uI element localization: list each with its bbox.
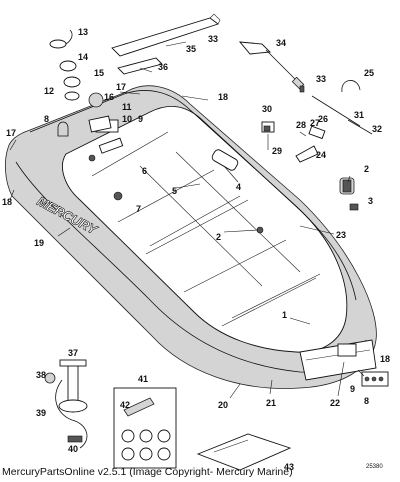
callout-38: 38 [36, 370, 46, 380]
callout-34: 34 [276, 38, 286, 48]
callout-18: 18 [218, 92, 228, 102]
callout-11: 11 [122, 102, 132, 112]
repair-kit-part [113, 387, 177, 469]
callout-labels: 13 14 15 12 16 35 33 36 17 18 11 10 9 8 … [2, 27, 390, 472]
valve-part [339, 177, 359, 211]
callout-6: 6 [142, 166, 147, 176]
callout-18b: 18 [2, 197, 12, 207]
owners-manual-part [196, 433, 292, 471]
callout-12: 12 [44, 86, 54, 96]
callout-42: 42 [120, 400, 130, 410]
callout-8: 8 [44, 114, 49, 124]
callout-3: 3 [368, 196, 373, 206]
callout-26: 26 [318, 114, 328, 124]
callout-41: 41 [138, 374, 148, 384]
callout-25: 25 [364, 68, 374, 78]
callout-32: 32 [372, 124, 382, 134]
callout-20: 20 [218, 400, 228, 410]
callout-43: 43 [284, 462, 294, 472]
callout-33b: 33 [316, 74, 326, 84]
valve-cap-assembly [49, 29, 104, 108]
callout-39: 39 [36, 408, 46, 418]
callout-4: 4 [236, 182, 241, 192]
callout-35: 35 [186, 44, 196, 54]
tether-part [57, 121, 69, 137]
callout-2: 2 [364, 164, 369, 174]
callout-18c: 18 [380, 354, 390, 364]
leader-lines [9, 41, 365, 399]
callout-1: 1 [282, 310, 287, 320]
callout-15: 15 [94, 68, 104, 78]
callout-31: 31 [354, 110, 364, 120]
callout-37: 37 [68, 348, 78, 358]
callout-30: 30 [262, 104, 272, 114]
callout-9b: 9 [350, 384, 355, 394]
callout-19: 19 [34, 238, 44, 248]
callout-33: 33 [208, 34, 218, 44]
callout-13: 13 [78, 27, 88, 37]
seat-part [111, 13, 221, 57]
callout-29: 29 [272, 146, 282, 156]
callout-23: 23 [336, 230, 346, 240]
callout-24: 24 [316, 150, 326, 160]
handle-bar-part [311, 95, 361, 127]
copyright-footer: MercuryPartsOnline v2.5.1 (Image Copyrig… [2, 466, 293, 478]
callout-5: 5 [172, 186, 177, 196]
inflatable-boat-hull: MERCURY [4, 85, 377, 389]
oar-part [238, 41, 305, 90]
callout-10: 10 [122, 114, 132, 124]
callout-9: 9 [138, 114, 143, 124]
foot-pump-part [44, 359, 88, 449]
diagram-reference-number: 25380 [366, 464, 383, 470]
callout-2b: 2 [216, 232, 221, 242]
callout-21: 21 [266, 398, 276, 408]
callout-40: 40 [68, 444, 78, 454]
callout-16: 16 [104, 92, 114, 102]
handle-loop-part [341, 80, 361, 93]
callout-22: 22 [330, 398, 340, 408]
callout-8b: 8 [364, 396, 369, 406]
callout-28: 28 [296, 120, 306, 130]
callout-14: 14 [78, 52, 88, 62]
callout-17: 17 [116, 82, 126, 92]
callout-17b: 17 [6, 128, 16, 138]
callout-7: 7 [136, 204, 141, 214]
seat-pad-part [117, 57, 163, 75]
callout-27: 27 [310, 118, 320, 128]
callout-36: 36 [158, 62, 168, 72]
